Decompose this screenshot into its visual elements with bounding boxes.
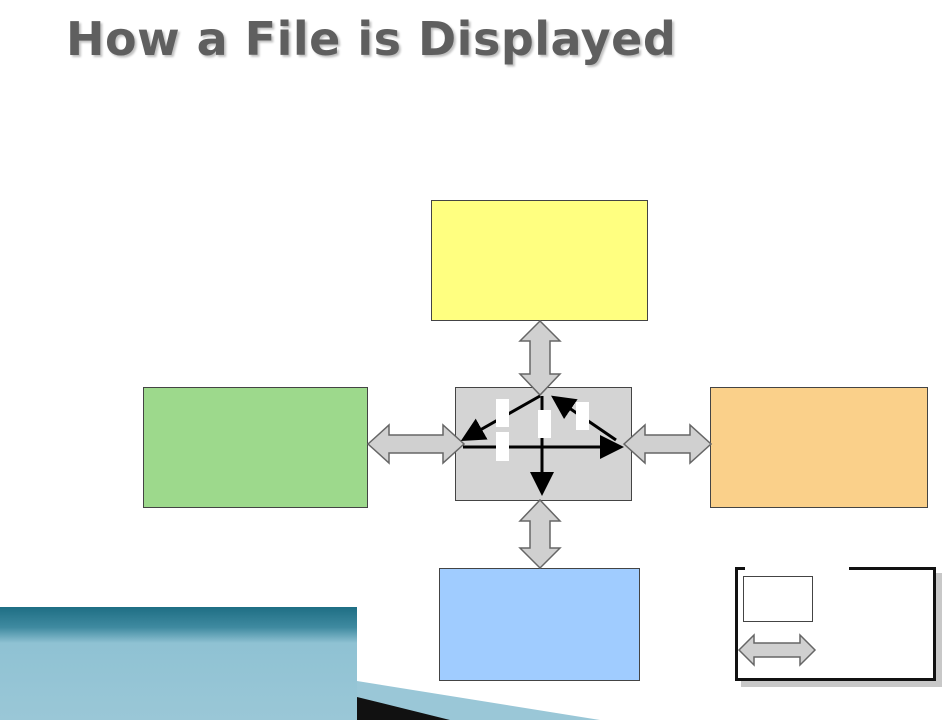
right-box [710,387,928,508]
legend-box-sample [743,576,813,622]
center-label-block-3 [538,410,551,438]
double-arrow-top-icon [518,319,562,397]
double-arrow-bottom-icon [518,498,562,570]
legend-frame-gap [745,564,849,570]
center-label-block-2 [496,432,509,461]
slide-title: How a File is Displayed [66,12,677,66]
legend-double-arrow-icon [737,633,817,667]
double-arrow-left-icon [366,423,466,465]
center-label-block-1 [496,399,509,427]
left-box [143,387,368,508]
double-arrow-right-icon [622,423,713,465]
center-label-block-4 [576,402,589,430]
decorative-band [0,607,357,720]
